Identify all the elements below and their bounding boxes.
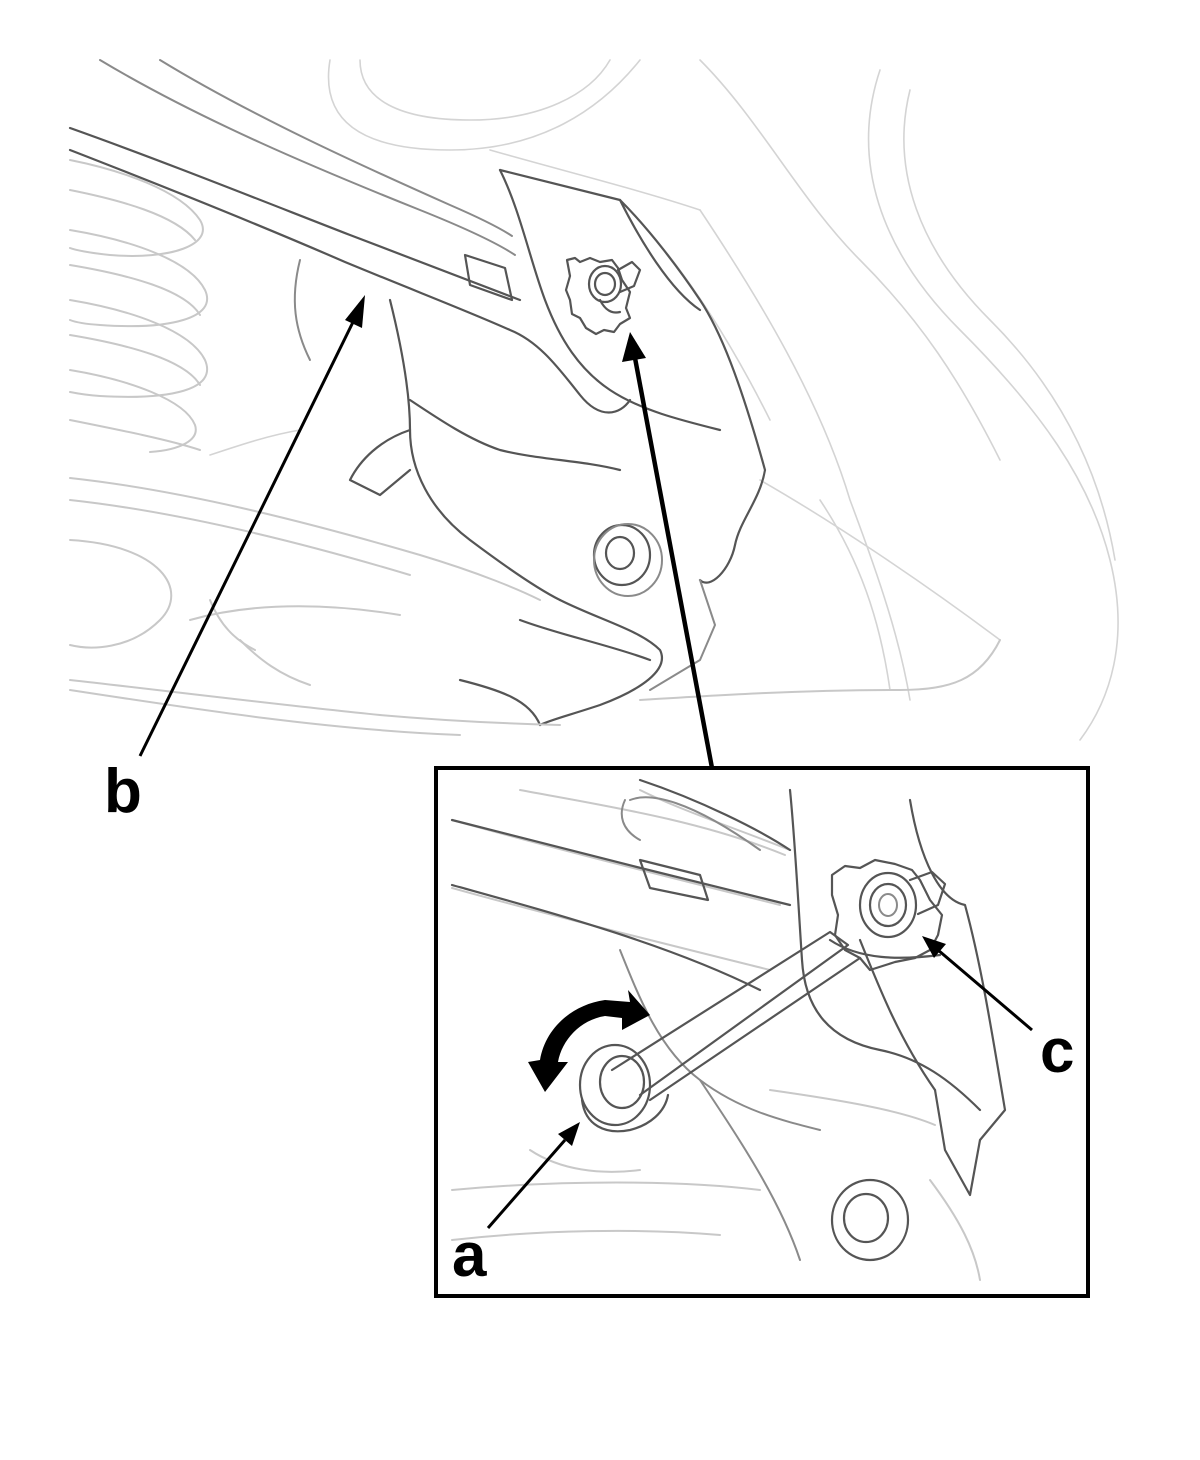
main-view — [68, 59, 1119, 741]
knuckle-bracket — [348, 168, 767, 727]
arrowhead-c — [922, 936, 946, 958]
arrowhead-b — [345, 295, 365, 328]
inset-bracket — [619, 788, 1007, 1262]
inset-frame — [434, 766, 1090, 1298]
callout-label-b: b — [104, 757, 142, 826]
mount-boss — [592, 523, 663, 597]
lower-arm — [69, 429, 1001, 736]
callout-leaders — [138, 295, 1033, 1229]
leader-c — [937, 948, 1033, 1032]
callout-label-c: c — [1040, 1017, 1074, 1086]
inset-arm — [450, 778, 792, 992]
leader-b — [138, 317, 357, 757]
arrowhead-a — [558, 1122, 580, 1146]
bolt-c-main — [564, 256, 642, 336]
inset-background — [451, 789, 981, 1281]
leader-main-to-inset — [632, 357, 715, 769]
callout-label-a: a — [452, 1221, 487, 1290]
rotation-arrow-icon — [528, 990, 650, 1092]
body-panel-outline — [327, 59, 1119, 741]
coil-spring — [69, 159, 208, 453]
wrench-tool — [578, 930, 862, 1133]
arrowhead-main — [622, 332, 646, 362]
leader-a — [486, 1139, 567, 1229]
upper-arm — [68, 59, 632, 414]
detail-inset — [434, 766, 1090, 1298]
